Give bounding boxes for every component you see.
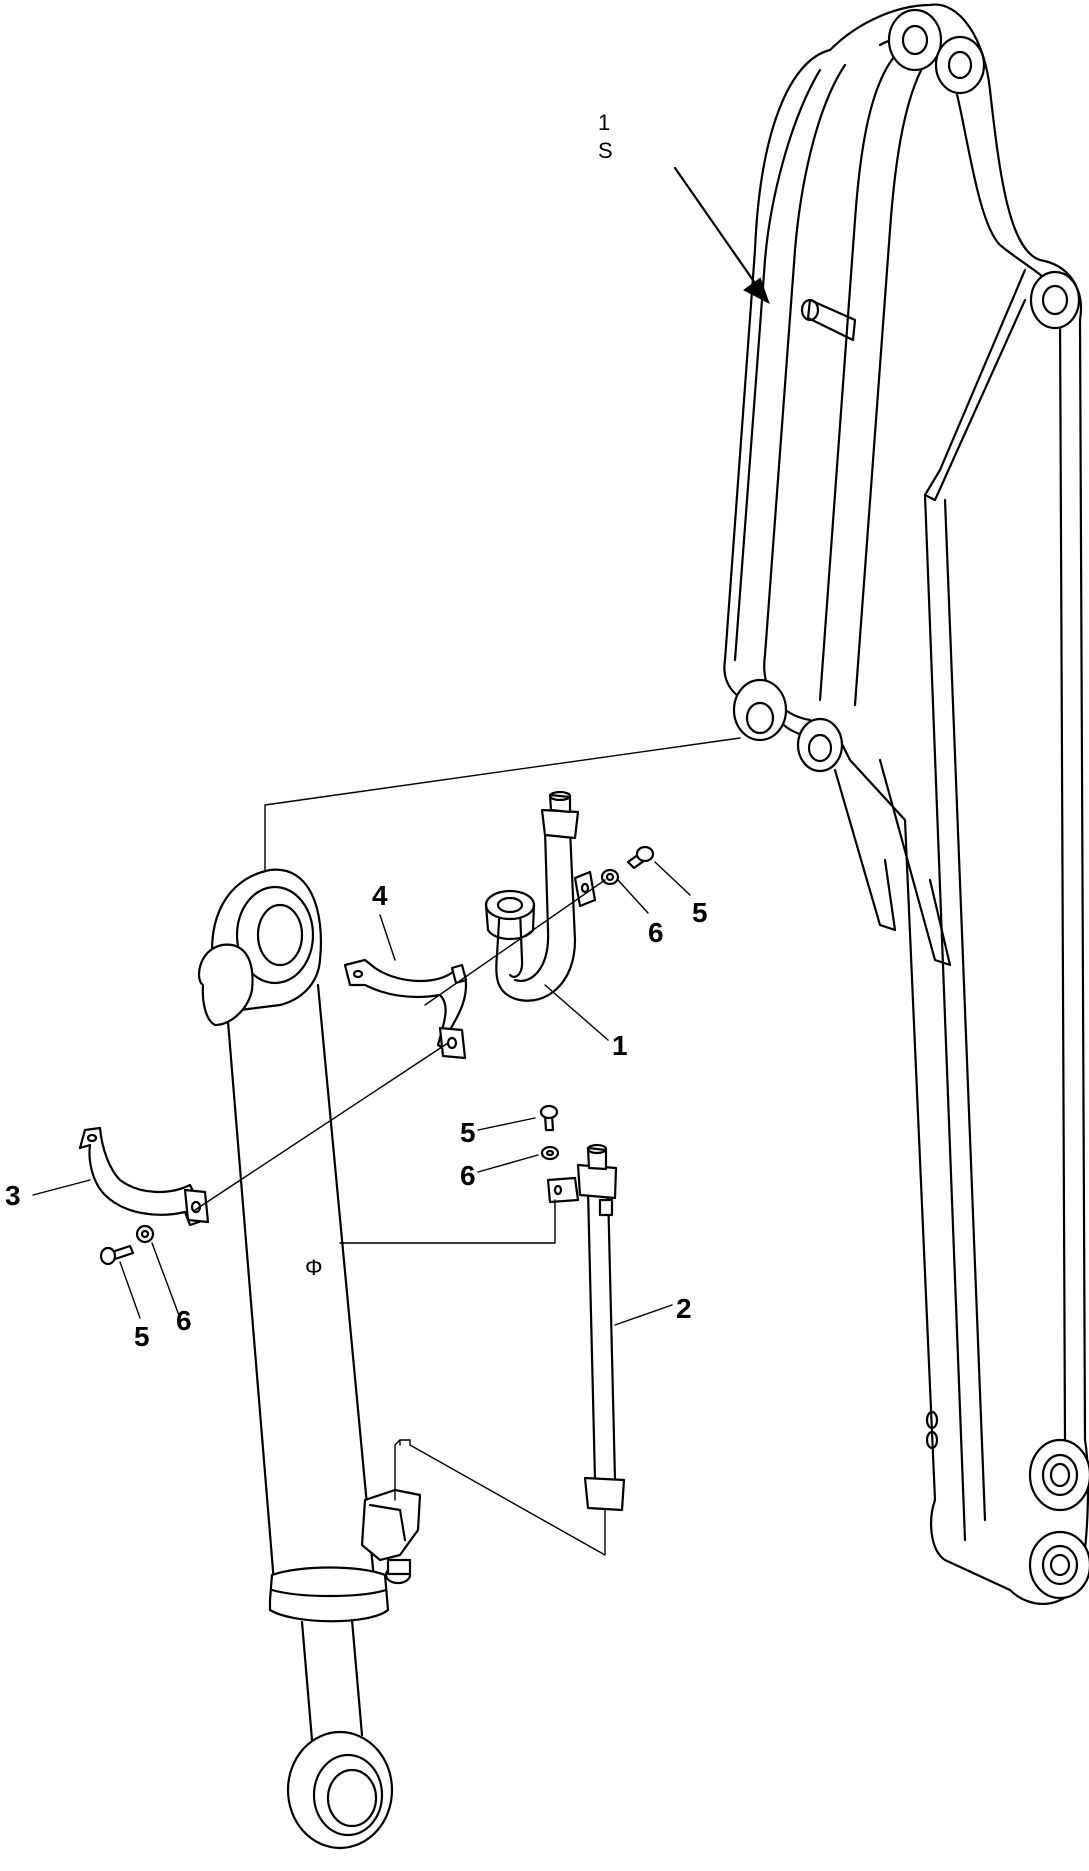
callout-6-lower: 6 [176,1305,192,1336]
callout-labels: 1 2 3 4 5 6 5 6 5 6 1 S Φ [5,110,708,1352]
callout-5-lower: 5 [134,1321,150,1352]
part-4-clamp [343,958,468,1060]
part-2-straight-tube [546,1143,626,1512]
callout-1: 1 [612,1030,628,1061]
part-3-clamp [78,1126,210,1227]
callout-side: Φ [305,1255,323,1280]
hardware [99,845,655,1266]
callout-6-middle: 6 [460,1160,476,1191]
callout-6-upper: 6 [648,917,664,948]
callout-5-middle: 5 [460,1117,476,1148]
callout-3: 3 [5,1180,21,1211]
washer-6-upper [600,868,620,886]
washer-6-middle [540,1145,560,1161]
washer-6-lower [135,1224,155,1244]
callout-5-upper: 5 [692,897,708,928]
callout-4: 4 [372,880,388,911]
boom-arm [723,3,1089,1605]
callout-2: 2 [676,1293,692,1324]
hydraulic-cylinder [197,868,422,1850]
assembly-lines [32,166,770,1556]
callout-top-a: 1 [598,110,610,135]
callout-top-b: S [598,138,613,163]
part-1-u-tube [484,790,597,1002]
